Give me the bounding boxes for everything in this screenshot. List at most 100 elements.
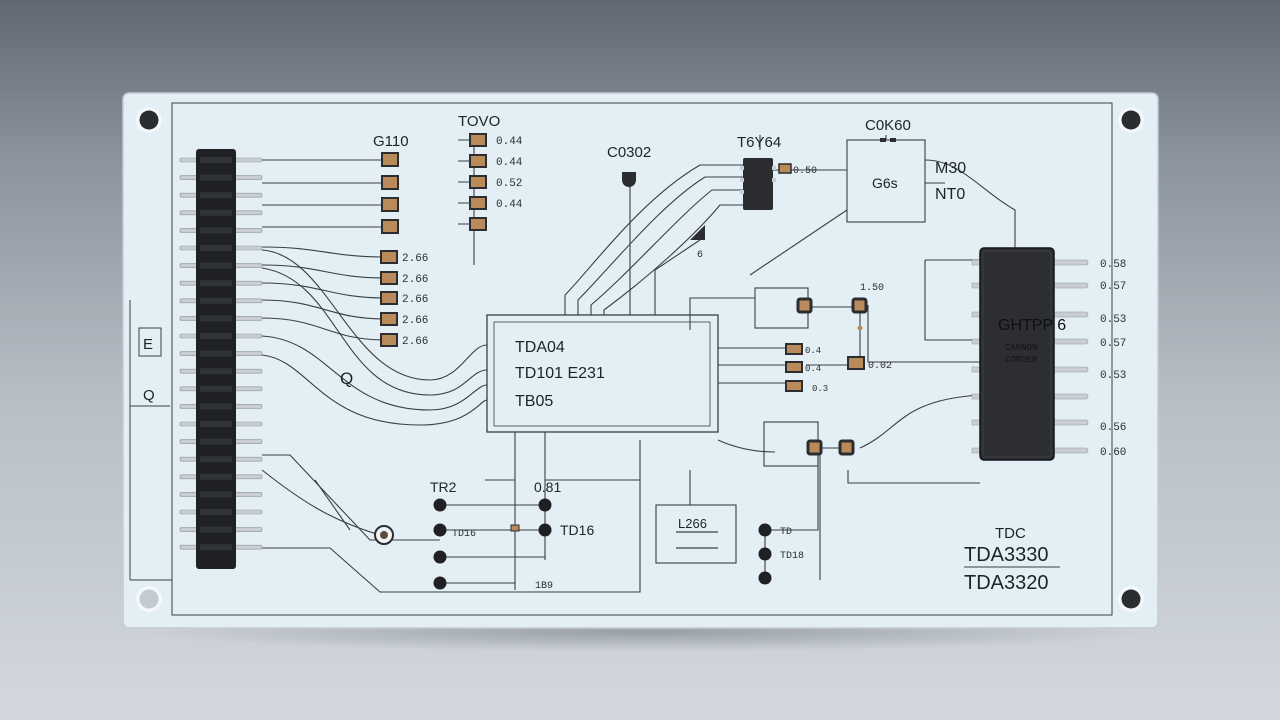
header-slot: [200, 403, 232, 410]
label-part-1: TDA3330: [964, 544, 1049, 566]
header-slot: [200, 421, 232, 427]
label-r-mid2: 0.02: [868, 361, 892, 372]
trace: [314, 479, 351, 531]
chip-pin: [772, 166, 776, 170]
resistor: [381, 175, 399, 190]
label-td: TD: [780, 527, 792, 538]
mounting-holes: [136, 107, 1144, 612]
label-nto: NT0: [935, 186, 965, 203]
header-slot: [200, 544, 232, 551]
via: [433, 550, 447, 564]
ic-pin-right: [1051, 259, 1089, 266]
header-pin-right: [231, 245, 263, 251]
resistor: [785, 343, 803, 355]
label-td18: TD18: [780, 551, 804, 562]
chip-pin: [740, 190, 744, 194]
header-pin-right: [231, 351, 263, 356]
module-pin: [890, 138, 896, 142]
trace: [924, 260, 980, 341]
resistor-value-label: 0.44: [496, 199, 523, 211]
resistor-value-label: 0.52: [496, 178, 522, 190]
label-part-2: TDA3320: [964, 572, 1049, 594]
diode-marker-label: 6: [697, 250, 703, 261]
mount-hole-top-right: [1121, 110, 1141, 130]
mcu-side-label: 0.4: [805, 364, 821, 374]
header-pin-right: [231, 333, 263, 339]
label-c0302: C0302: [607, 144, 651, 161]
header-slot: [200, 280, 232, 287]
left-mark-q: Q: [143, 387, 155, 404]
ic-pin-right: [1051, 393, 1089, 400]
ic-pin-value: 0.56: [1100, 422, 1126, 434]
resistor: [380, 312, 398, 326]
header-slot: [200, 509, 232, 515]
header-pin-right: [231, 456, 263, 462]
label-t6y64: T6Y64: [737, 134, 781, 151]
header-pin-right: [231, 157, 263, 163]
chip-t6y64-body: [743, 158, 773, 210]
resistor-value-label: 2.66: [402, 336, 428, 348]
ic-body-bevel: [982, 250, 1052, 458]
trace: [717, 439, 776, 453]
trace: [603, 204, 745, 315]
header-pin-right: [231, 316, 263, 321]
big-ic-label-1: GHTPP 6: [998, 317, 1066, 334]
trace: [262, 454, 440, 541]
trace: [859, 394, 981, 449]
trace: [765, 455, 819, 531]
trace: [564, 164, 745, 315]
resistor: [380, 271, 398, 285]
header-pin-right: [231, 210, 263, 216]
header-slot: [200, 333, 232, 339]
header-body: [196, 149, 236, 569]
header-slot: [200, 227, 232, 234]
trace: [590, 189, 745, 315]
header-slot: [200, 473, 232, 480]
capacitor-c0302: [622, 172, 636, 187]
resistor: [380, 291, 398, 305]
resistor: [469, 154, 487, 168]
ic-pin-value: 0.58: [1100, 259, 1126, 271]
mcu-outline: [486, 314, 719, 433]
header-slot: [200, 491, 232, 498]
ic-pin-value: 0.57: [1100, 281, 1126, 293]
label-t6-side: 0.50: [793, 166, 817, 177]
header-pin-right: [231, 228, 263, 233]
trace: [654, 239, 701, 315]
big-ic-label-3: CORDER: [1005, 355, 1038, 365]
trace: [847, 470, 980, 484]
label-c0k60: C0K60: [865, 117, 911, 134]
smd-pad: [851, 297, 868, 314]
bottom-left-dots: [374, 498, 552, 590]
header-pin-right: [231, 421, 263, 427]
resistor-value-label: 0.44: [496, 157, 523, 169]
mcu-line-2: TD101 E231: [515, 365, 605, 382]
trace: [261, 264, 386, 279]
header-slot: [200, 368, 232, 375]
ic-pin-right: [1051, 338, 1089, 345]
q-glyph: Q: [340, 369, 353, 388]
header-pin-right: [231, 492, 263, 497]
resistor: [381, 219, 399, 234]
resistor: [847, 356, 865, 370]
resistor-t6-side: [778, 163, 792, 174]
resistor: [469, 196, 487, 210]
via: [433, 523, 447, 537]
mcu-line-1: TDA04: [515, 339, 565, 356]
trace: [261, 282, 386, 299]
ic-body: [979, 247, 1055, 461]
resistor-value-label: 2.66: [402, 253, 428, 265]
ic-pin-value: 0.60: [1100, 447, 1126, 459]
ic-pin-right: [1051, 447, 1089, 454]
resistor-array-g110: [381, 152, 399, 234]
ic-pin-right: [1051, 366, 1089, 373]
ic-pin-right: [1051, 282, 1089, 289]
trace: [261, 469, 381, 536]
resistor: [380, 250, 398, 264]
ic-ghtpp6: [971, 247, 1089, 461]
trace: [689, 297, 755, 330]
resistor: [469, 133, 487, 147]
resistor: [469, 217, 487, 231]
trace: [262, 440, 641, 593]
via: [758, 571, 772, 585]
